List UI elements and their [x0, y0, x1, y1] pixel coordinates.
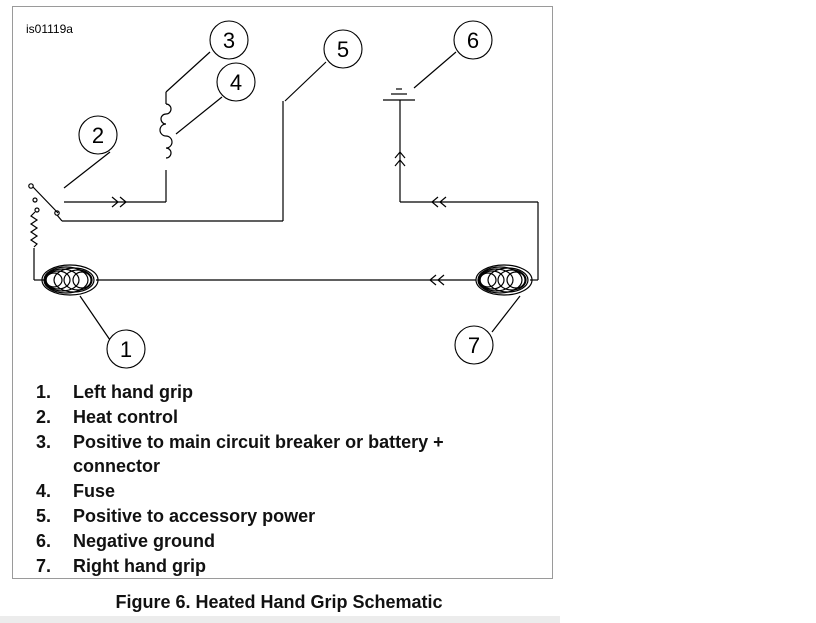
svg-text:3: 3	[223, 28, 235, 53]
callout-4: 4	[216, 62, 256, 102]
resistor-zigzag	[29, 211, 39, 248]
callout-1: 1	[106, 329, 146, 369]
svg-text:2: 2	[92, 123, 104, 148]
connector-chevron	[111, 196, 127, 208]
legend-item: 3.Positive to main circuit breaker or ba…	[36, 431, 444, 477]
legend-item: 4.Fuse	[36, 481, 116, 502]
left-grip-coil	[41, 264, 99, 296]
connector-chevron	[429, 274, 445, 286]
legend-item: 5.Positive to accessory power	[36, 505, 316, 526]
bottom-bar	[0, 616, 560, 623]
leader-1	[79, 295, 111, 341]
circuit-wires	[28, 88, 539, 286]
leader-3	[165, 51, 211, 93]
leader-7	[491, 295, 521, 333]
right-grip-coil	[475, 264, 533, 296]
connector-chevron	[431, 196, 447, 208]
figure-caption: Figure 6. Heated Hand Grip Schematic	[115, 592, 443, 612]
connector-chevron	[394, 151, 406, 167]
leader-2	[63, 151, 111, 189]
callout-5: 5	[323, 29, 363, 69]
leader-lines	[63, 51, 521, 341]
fuse-symbol	[159, 103, 173, 159]
figure-code: is01119a	[26, 22, 73, 36]
legend-item: 1.Left hand grip	[36, 382, 193, 402]
leader-6	[413, 51, 457, 89]
legend-item: 6.Negative ground	[36, 530, 216, 551]
svg-text:6: 6	[467, 28, 479, 53]
svg-text:4: 4	[230, 70, 242, 95]
leader-5	[284, 61, 327, 102]
callout-2: 2	[78, 115, 118, 155]
legend-item: 7.Right hand grip	[36, 555, 206, 576]
svg-text:7: 7	[468, 333, 480, 358]
svg-text:1: 1	[120, 337, 132, 362]
callout-7: 7	[454, 325, 494, 365]
switch-terminal	[28, 183, 34, 189]
legend-item: 2.Heat control	[36, 406, 179, 427]
legend-list: 1.Left hand grip 2.Heat control 3.Positi…	[36, 380, 513, 578]
callout-3: 3	[209, 20, 249, 60]
callout-6: 6	[453, 20, 493, 60]
leader-4	[175, 96, 223, 135]
figure-frame	[12, 6, 553, 579]
svg-text:5: 5	[337, 37, 349, 62]
switch-lever	[32, 186, 59, 214]
